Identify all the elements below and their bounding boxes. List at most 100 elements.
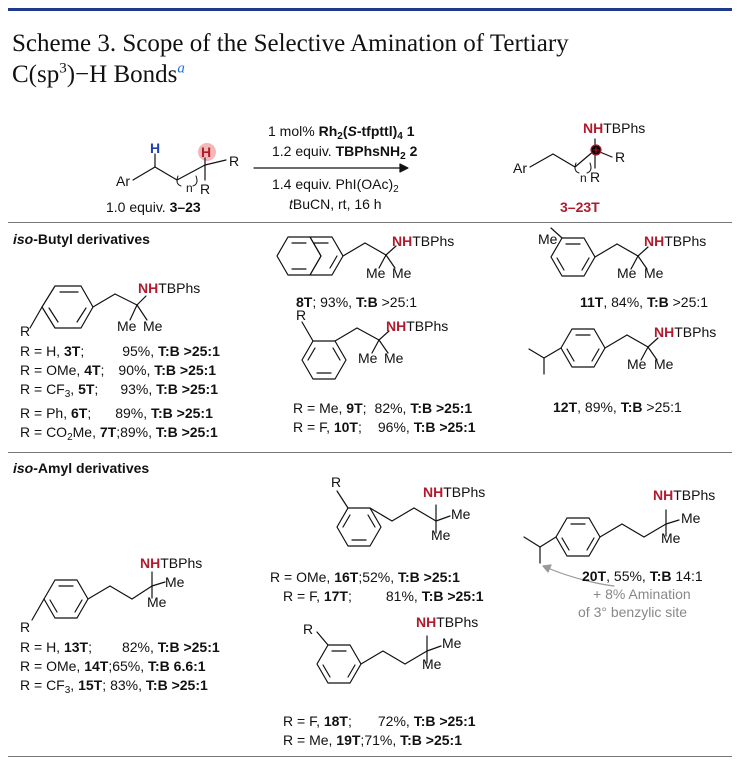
s1-nh-11T: NHTBPhs (644, 233, 707, 249)
sm-ar-label: Ar (116, 173, 130, 189)
product-r1-label: R (615, 149, 626, 165)
condition-3: 1.4 equiv. PhI(OAc)2 (272, 176, 399, 195)
product-nh-group: NHTBPhs (583, 120, 646, 136)
s1-me-11T-b: Me (644, 265, 664, 281)
sm-h-highlight: H (201, 144, 212, 160)
struct-3T-7T (29, 285, 148, 329)
entry-3T: R = H, 3T;95%, T:B >25:1 (20, 343, 220, 359)
title-line-2-b: )−H Bonds (66, 61, 178, 88)
entry-9T: R = Me, 9T;82%, T:B >25:1 (293, 400, 473, 416)
sm-r2-label: R (200, 181, 211, 197)
entry-14T: R = OMe, 14T;65%, T:B 6.6:1 (20, 658, 206, 674)
s1-ring-r-9T: R (296, 307, 307, 323)
s2-me-20T-b: Me (661, 530, 681, 546)
s1-me-3T-a: Me (117, 318, 137, 334)
s2-nh-13T: NHTBPhs (140, 555, 203, 571)
sm-structure (132, 143, 227, 187)
s1-me-8T-a: Me (366, 265, 386, 281)
condition-1: 1 mol% Rh2(S-tfpttl)4 1 (268, 123, 415, 142)
entries-3T-7T: R = H, 3T;95%, T:B >25:1 R = OMe, 4T;90%… (20, 342, 220, 447)
s2-ring-r-16T: R (331, 474, 342, 490)
struct-12T (528, 328, 659, 375)
s2-nh-20T: NHTBPhs (653, 487, 716, 503)
struct-11T (550, 227, 649, 277)
divider-bottom (8, 756, 732, 757)
entry-13T: R = H, 13T;82%, T:B >25:1 (20, 639, 220, 655)
entry-19T: R = Me, 19T;71%, T:B >25:1 (283, 732, 462, 748)
s1-me-11T-sub: Me (538, 231, 558, 247)
scheme-title: Scheme 3. Scope of the Selective Aminati… (12, 28, 732, 90)
s1-nh-9T: NHTBPhs (386, 318, 449, 334)
s1-me-9T-b: Me (384, 350, 404, 366)
s1-nh-12T: NHTBPhs (654, 324, 717, 340)
entry-18T: R = F, 18T;72%, T:B >25:1 (283, 713, 476, 729)
condition-4: tBuCN, rt, 16 h (289, 196, 382, 212)
s2-me-16T-a: Me (451, 506, 471, 522)
cmpd-20T-note-2: of 3° benzylic site (578, 604, 688, 620)
entry-4T: R = OMe, 4T;90%, T:B >25:1 (20, 362, 217, 378)
entry-10T: R = F, 10T;96%, T:B >25:1 (293, 419, 476, 435)
sm-equiv: 1.0 equiv. 3–23 (106, 199, 201, 215)
entry-17T: R = F, 17T;81%, T:B >25:1 (283, 588, 484, 604)
top-border (8, 8, 732, 11)
title-sup: 3 (59, 60, 67, 77)
condition-2: 1.2 equiv. TBPhsNH2 2 (272, 143, 418, 162)
cmpd-20T-note-1: + 8% Amination (593, 586, 691, 602)
s2-me-20T-a: Me (681, 510, 701, 526)
s2-me-13T-b: Me (147, 594, 167, 610)
cmpd-20T-result: 20T, 55%, T:B 14:1 (582, 568, 703, 584)
s1-me-12T-b: Me (654, 356, 674, 372)
section-2-heading: iso-Amyl derivatives (13, 460, 150, 476)
cmpd-11T-result: 11T, 84%, T:B >25:1 (580, 294, 709, 310)
struct-16T-17T (336, 490, 451, 547)
product-ar-label: Ar (513, 160, 527, 176)
title-line-2-a: C(sp (12, 61, 60, 88)
s1-me-12T-a: Me (627, 356, 647, 372)
product-structure (529, 138, 613, 174)
section-1-heading: iso-Butyl derivatives (13, 231, 150, 247)
entries-16T-17T: R = OMe, 16T;52%, T:B >25:1 R = F, 17T;8… (270, 568, 484, 606)
s2-me-13T-a: Me (165, 574, 185, 590)
entries-9T-10T: R = Me, 9T;82%, T:B >25:1 R = F, 10T;96%… (293, 399, 476, 437)
s2-me-18T-b: Me (422, 656, 442, 672)
s1-nh-3T: NHTBPhs (138, 280, 201, 296)
sm-h-label: H (150, 140, 161, 156)
product-label: 3–23T (560, 199, 600, 215)
entries-13T-15T: R = H, 13T;82%, T:B >25:1 R = OMe, 14T;6… (20, 638, 220, 700)
entries-18T-19T: R = F, 18T;72%, T:B >25:1 R = Me, 19T;71… (283, 712, 476, 750)
sm-n-label: n (186, 181, 193, 195)
divider-1 (8, 222, 732, 223)
s2-ring-r-13T: R (20, 619, 31, 635)
title-footnote-link[interactable]: a (177, 60, 185, 77)
s2-ring-r-18T: R (303, 621, 314, 637)
cmpd-12T-result: 12T, 89%, T:B >25:1 (553, 399, 682, 415)
struct-20T (523, 509, 680, 587)
s2-me-16T-b: Me (431, 527, 451, 543)
s1-me-3T-b: Me (143, 318, 163, 334)
s2-nh-16T: NHTBPhs (423, 484, 486, 500)
struct-9T-10T (301, 321, 390, 380)
s1-nh-8T: NHTBPhs (392, 233, 455, 249)
divider-2 (8, 452, 732, 453)
reaction-arrow (253, 163, 409, 173)
entry-7T: R = CO2Me, 7T;89%, T:B >25:1 (20, 424, 218, 443)
title-line-1: Scheme 3. Scope of the Selective Aminati… (12, 30, 569, 57)
s1-me-9T-a: Me (358, 350, 378, 366)
sm-r1-label: R (229, 153, 240, 169)
product-r2-label: R (590, 169, 601, 185)
s2-me-18T-a: Me (442, 635, 462, 651)
s1-ring-r: R (20, 323, 31, 339)
s2-nh-18T: NHTBPhs (416, 614, 479, 630)
product-n-label: n (580, 171, 587, 185)
s1-me-11T-a: Me (617, 265, 637, 281)
s1-me-8T-b: Me (392, 265, 412, 281)
struct-8T (276, 236, 397, 276)
cmpd-8T-result: 8T; 93%, T:B >25:1 (296, 294, 418, 310)
struct-13T-15T (31, 571, 166, 621)
struct-18T-19T (316, 631, 442, 684)
entry-6T: R = Ph, 6T;89%, T:B >25:1 (20, 405, 213, 421)
entry-5T: R = CF3, 5T;93%, T:B >25:1 (20, 381, 218, 400)
entry-15T: R = CF3, 15T;83%, T:B >25:1 (20, 677, 208, 696)
